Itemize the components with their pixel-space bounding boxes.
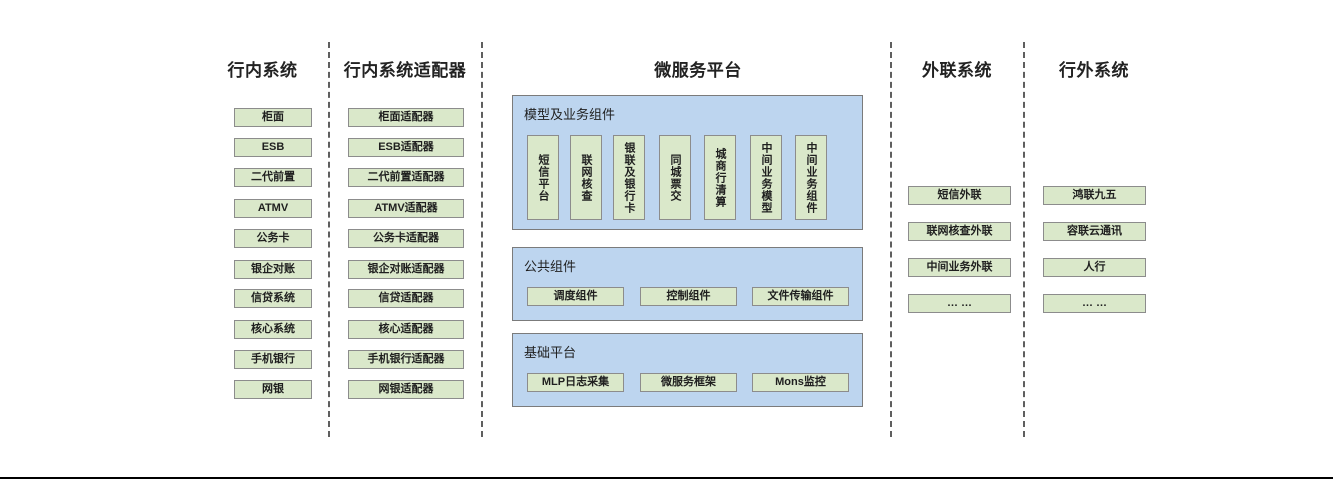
bottom-rule	[0, 477, 1333, 479]
divider-1	[328, 42, 330, 437]
list-item[interactable]: 联网核查	[570, 135, 602, 220]
column-title-external-link: 外联系统	[922, 61, 992, 80]
list-item[interactable]: 网银	[234, 380, 312, 399]
divider-4	[1023, 42, 1025, 437]
panel-title-base-platform: 基础平台	[524, 345, 577, 360]
list-item[interactable]: 信贷系统	[234, 289, 312, 308]
list-item[interactable]: 短信外联	[908, 186, 1011, 205]
panel-public-components	[512, 247, 863, 321]
list-item[interactable]: 中间业务组件	[795, 135, 827, 220]
list-item[interactable]: 人行	[1043, 258, 1146, 277]
list-item[interactable]: 微服务框架	[640, 373, 737, 392]
list-item[interactable]: 鸿联九五	[1043, 186, 1146, 205]
list-item[interactable]: 核心系统	[234, 320, 312, 339]
list-item[interactable]: 手机银行适配器	[348, 350, 464, 369]
list-item[interactable]: 公务卡适配器	[348, 229, 464, 248]
list-item[interactable]: 城商行清算	[704, 135, 736, 220]
list-item[interactable]: 柜面	[234, 108, 312, 127]
list-item[interactable]: ATMV适配器	[348, 199, 464, 218]
column-title-outside-bank: 行外系统	[1059, 61, 1129, 80]
list-item[interactable]: 文件传输组件	[752, 287, 849, 306]
column-title-internal: 行内系统	[227, 61, 298, 80]
list-item[interactable]: MLP日志采集	[527, 373, 624, 392]
list-item[interactable]: 银企对账	[234, 260, 312, 279]
list-item[interactable]: … …	[908, 294, 1011, 313]
list-item[interactable]: 调度组件	[527, 287, 624, 306]
list-item[interactable]: 网银适配器	[348, 380, 464, 399]
list-item[interactable]: ATMV	[234, 199, 312, 218]
list-item[interactable]: 同城票交	[659, 135, 691, 220]
column-title-internal-adapter: 行内系统适配器	[343, 61, 467, 80]
list-item[interactable]: 短信平台	[527, 135, 559, 220]
list-item[interactable]: 柜面适配器	[348, 108, 464, 127]
list-item[interactable]: 银联及银行卡	[613, 135, 645, 220]
list-item[interactable]: 核心适配器	[348, 320, 464, 339]
list-item[interactable]: 容联云通讯	[1043, 222, 1146, 241]
list-item[interactable]: 中间业务模型	[750, 135, 782, 220]
list-item[interactable]: ESB适配器	[348, 138, 464, 157]
list-item[interactable]: 二代前置	[234, 168, 312, 187]
panel-base-platform	[512, 333, 863, 407]
list-item[interactable]: ESB	[234, 138, 312, 157]
list-item[interactable]: 二代前置适配器	[348, 168, 464, 187]
list-item[interactable]: 手机银行	[234, 350, 312, 369]
list-item[interactable]: Mons监控	[752, 373, 849, 392]
list-item[interactable]: 银企对账适配器	[348, 260, 464, 279]
panel-title-public-components: 公共组件	[524, 259, 577, 274]
list-item[interactable]: 控制组件	[640, 287, 737, 306]
list-item[interactable]: 信贷适配器	[348, 289, 464, 308]
list-item[interactable]: 公务卡	[234, 229, 312, 248]
panel-title-model-business-components: 模型及业务组件	[524, 107, 616, 122]
divider-3	[890, 42, 892, 437]
list-item[interactable]: 中间业务外联	[908, 258, 1011, 277]
divider-2	[481, 42, 483, 437]
column-title-microservice: 微服务平台	[654, 61, 742, 80]
list-item[interactable]: 联网核查外联	[908, 222, 1011, 241]
list-item[interactable]: … …	[1043, 294, 1146, 313]
